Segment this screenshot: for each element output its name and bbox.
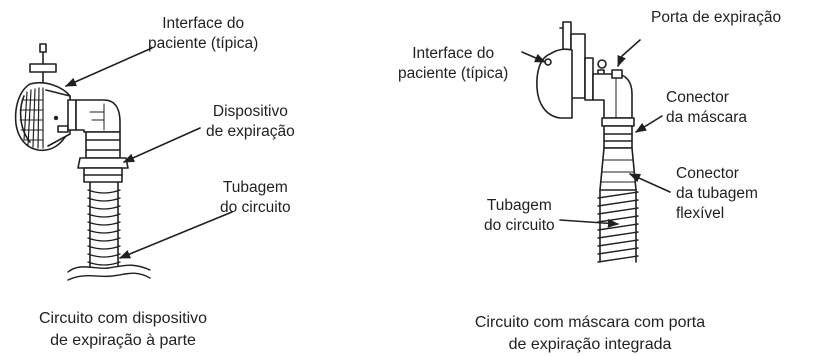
right-arrow-mask-connector [635, 115, 663, 133]
left-label-patient-interface: Interface do paciente (típica) [148, 14, 258, 54]
right-label-mask-connector-line2: da máscara [666, 109, 747, 126]
right-arrow-patient-interface [521, 51, 547, 63]
right-label-tubing-connector-line3: flexível [676, 205, 725, 222]
left-label-patient-interface-line2: paciente (típica) [148, 35, 259, 52]
right-arrow-exhalation-port [617, 39, 641, 68]
left-forehead-support [29, 43, 57, 87]
left-caption-line2: de expiração à parte [50, 332, 196, 349]
left-caption-line1: Circuito com dispositivo [38, 310, 208, 327]
right-caption-line2: de expiração integrada [508, 336, 672, 353]
right-label-tubing-connector-line1: Conector [676, 165, 739, 182]
right-label-patient-interface-line2: paciente (típica) [398, 65, 509, 82]
right-label-tubing-connector-line2: da tubagem [676, 185, 758, 202]
left-arrow-exhalation-device [122, 127, 201, 163]
right-label-exhalation-port: Porta de expiração [651, 8, 781, 28]
left-label-exhalation-device-line2: de expiração [206, 123, 295, 140]
left-label-tubing-line2: do circuito [220, 199, 291, 216]
right-arrow-tubing-connector [628, 173, 671, 193]
right-tubing-connector [599, 147, 637, 191]
right-label-patient-interface: Interface do paciente (típica) [398, 44, 508, 84]
right-label-tubing: Tubagem do circuito [484, 196, 555, 236]
left-tubing [67, 181, 151, 281]
right-label-tubing-line2: do circuito [484, 217, 555, 234]
right-caption-line1: Circuito com máscara com porta [474, 314, 706, 331]
right-arrow-tubing [559, 218, 620, 228]
left-label-tubing-line1: Tubagem [222, 179, 288, 196]
left-arrow-tubing [118, 211, 233, 259]
left-circuit-drawing [14, 43, 233, 281]
left-label-tubing: Tubagem do circuito [220, 178, 291, 218]
left-label-exhalation-device-line1: Dispositivo [212, 103, 288, 120]
right-label-tubing-connector: Conector da tubagem flexível [676, 164, 758, 224]
left-label-patient-interface-line1: Interface do [162, 15, 245, 32]
right-label-patient-interface-line1: Interface do [412, 45, 495, 62]
right-label-exhalation-port-line1: Porta de expiração [651, 9, 782, 26]
right-label-tubing-line1: Tubagem [486, 197, 552, 214]
right-label-mask-connector-line1: Conector [666, 89, 729, 106]
left-arrow-patient-interface [64, 47, 153, 87]
left-label-exhalation-device: Dispositivo de expiração [206, 102, 295, 142]
left-exhalation-device [77, 131, 129, 183]
left-mask-interface [14, 81, 71, 152]
left-elbow [67, 99, 121, 133]
right-caption: Circuito com máscara com porta de expira… [440, 312, 740, 356]
right-circuit-drawing [521, 21, 671, 263]
right-mask-connector [601, 117, 635, 149]
right-elbow [592, 69, 633, 119]
right-tubing [597, 189, 639, 263]
right-label-mask-connector: Conector da máscara [666, 88, 747, 128]
left-caption: Circuito com dispositivo de expiração à … [8, 308, 238, 352]
